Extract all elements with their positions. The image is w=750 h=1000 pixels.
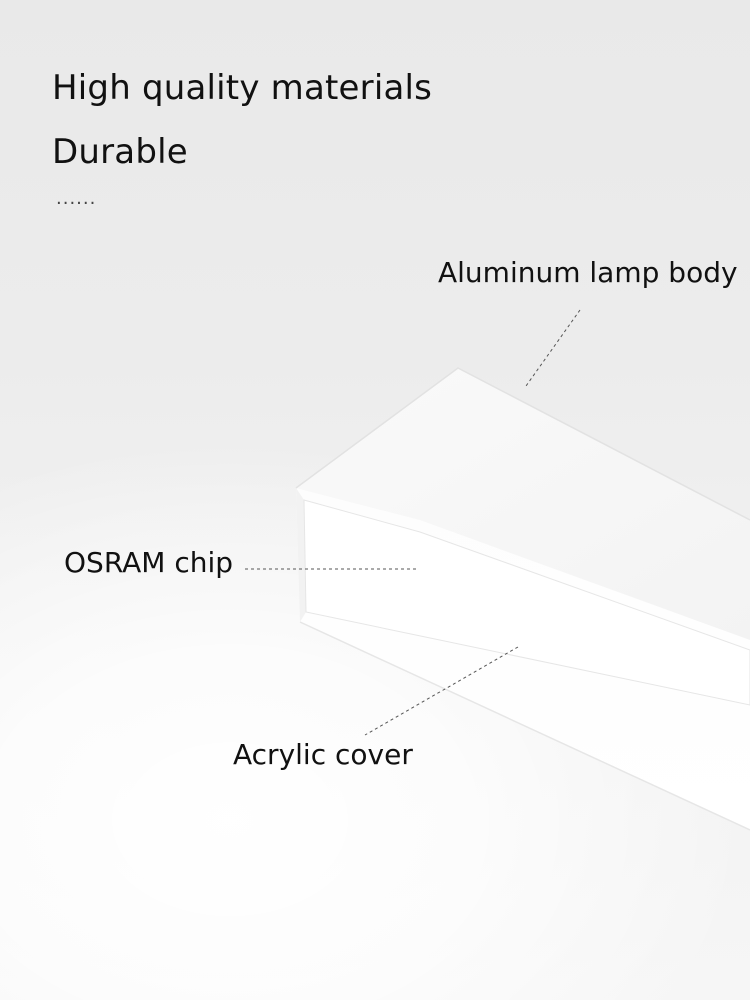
callout-aluminum-body: Aluminum lamp body xyxy=(438,256,738,289)
lamp-edge-bottom xyxy=(299,621,750,831)
lamp-top-face xyxy=(296,368,750,640)
lamp-edge-top xyxy=(295,367,750,521)
callout-acrylic-cover: Acrylic cover xyxy=(233,738,413,771)
callout-osram-chip: OSRAM chip xyxy=(64,546,234,579)
leader-line-body xyxy=(525,309,581,387)
acrylic-diffuser xyxy=(303,499,750,706)
lamp-end-cap xyxy=(296,488,306,622)
headline-line-2: Durable xyxy=(52,132,188,172)
headline-line-1: High quality materials xyxy=(52,68,433,108)
headline-ellipsis: ...... xyxy=(56,188,97,209)
